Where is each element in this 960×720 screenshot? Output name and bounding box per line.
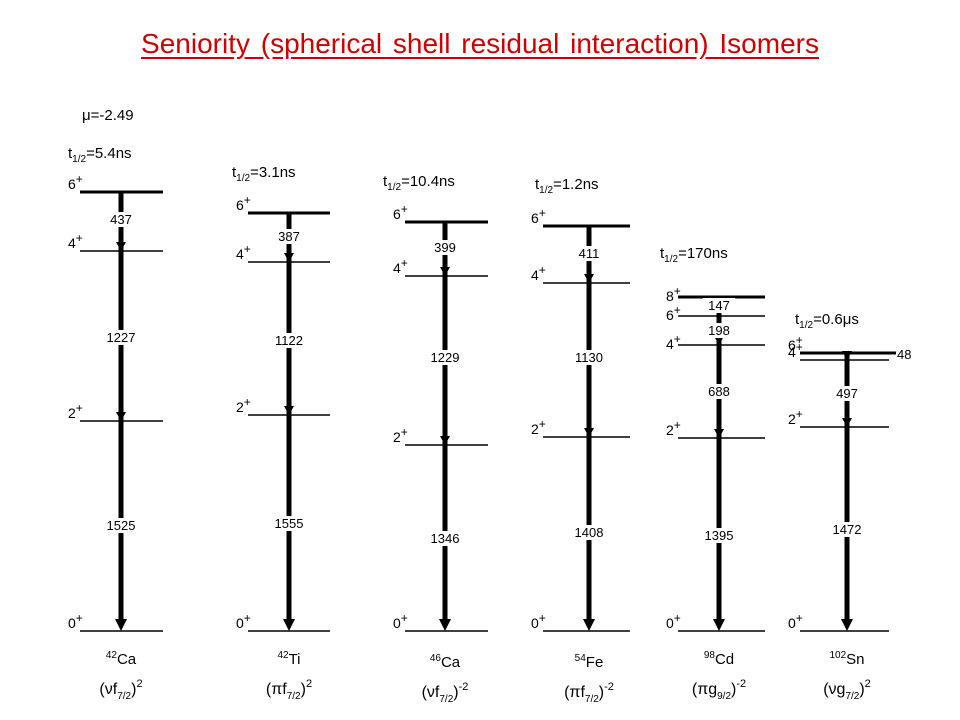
transition-energy-label: 399 <box>434 240 456 255</box>
arrowhead-icon <box>842 418 852 427</box>
configuration-label: (νg7/2)2 <box>823 678 871 702</box>
spin-parity-label: 0+ <box>68 611 83 631</box>
spin-parity-label: 4+ <box>236 242 251 262</box>
spin-parity-label: 0+ <box>236 611 251 631</box>
arrowhead-icon <box>714 429 724 438</box>
spin-parity-label: 6+ <box>666 303 681 323</box>
spin-parity-label: 0+ <box>531 611 546 631</box>
arrowhead-icon <box>584 274 594 283</box>
arrowhead-icon <box>440 436 450 445</box>
arrowhead-icon <box>439 619 451 631</box>
spin-parity-label: 2+ <box>788 407 803 427</box>
spin-parity-label: 0+ <box>788 611 803 631</box>
transition-energy-label: 1122 <box>275 333 303 348</box>
transition-energy-label: 1227 <box>107 330 136 345</box>
half-life-label: t1/2=3.1ns <box>232 164 296 184</box>
spin-parity-label: 6+ <box>68 172 83 192</box>
arrowhead-icon <box>116 412 126 421</box>
spin-parity-label: 4+ <box>393 256 408 276</box>
transition-energy-label: 198 <box>708 323 730 338</box>
transition-energy-label: 437 <box>110 212 132 227</box>
spin-parity-label: 4+ <box>531 263 546 283</box>
magnetic-moment-label: μ=-2.49 <box>82 107 134 124</box>
spin-parity-label: 6+ <box>236 193 251 213</box>
isotope-label: 98Cd <box>704 650 734 668</box>
half-life-label: t1/2=170ns <box>660 245 728 265</box>
spin-parity-label: 6+ <box>393 202 408 222</box>
transition-energy-label: 387 <box>278 229 300 244</box>
spin-parity-label: 8+ <box>666 284 681 304</box>
arrowhead-icon <box>283 619 295 631</box>
configuration-label: (πf7/2)-2 <box>564 681 614 705</box>
spin-parity-label: 6+ <box>788 333 803 353</box>
half-life-label: t1/2=5.4ns <box>68 145 132 165</box>
transition-energy-label: 147 <box>708 298 730 313</box>
arrowhead-icon <box>713 619 725 631</box>
configuration-label: (νf7/2)-2 <box>422 681 469 705</box>
spin-parity-label: 0+ <box>393 611 408 631</box>
transition-energy-label: 1525 <box>107 518 136 533</box>
configuration-label: (πf7/2)2 <box>266 678 312 702</box>
transition-energy-label: 411 <box>579 246 600 261</box>
transition-energy-label: 1229 <box>431 350 460 365</box>
isotope-label: 42Ca <box>106 650 137 668</box>
transition-energy-label: 497 <box>836 386 858 401</box>
spin-parity-label: 0+ <box>666 611 681 631</box>
isotope-label: 54Fe <box>575 653 604 671</box>
isotope-label: 102Sn <box>829 650 864 668</box>
arrowhead-icon <box>583 619 595 631</box>
half-life-label: t1/2=1.2ns <box>535 176 599 196</box>
spin-parity-label: 2+ <box>393 425 408 445</box>
half-life-label: t1/2=0.6μs <box>795 311 859 331</box>
transition-energy-label: 48 <box>897 347 911 362</box>
isotope-label: 42Ti <box>277 650 300 668</box>
arrowhead-icon <box>440 267 450 276</box>
transition-energy-label: 1395 <box>705 528 734 543</box>
arrowhead-icon <box>116 242 126 251</box>
nucleus-cd-98: t1/2=170ns 8+6+ 4+ 2+ 0+ 147 198 688 1395 98Cd (πg… <box>660 245 765 702</box>
nucleus-fe-54: t1/2=1.2ns 6+ 4+ 2+ 0+ 411 1130 1408 54Fe (πf7/2)… <box>531 176 630 705</box>
transition-energy-label: 688 <box>708 384 730 399</box>
arrowhead-icon <box>584 428 594 437</box>
spin-parity-label: 2+ <box>236 395 251 415</box>
half-life-label: t1/2=10.4ns <box>383 173 455 193</box>
nucleus-ti-42: t1/2=3.1ns 6+ 4+ 2+ 0+ 387 1122 1555 42Ti (πf7/2)… <box>232 164 330 702</box>
arrowhead-icon <box>714 336 724 345</box>
arrowhead-icon <box>284 406 294 415</box>
transition-energy-label: 1555 <box>275 516 304 531</box>
spin-parity-label: 2+ <box>666 418 681 438</box>
spin-parity-label: 6+ <box>531 206 546 226</box>
transition-energy-label: 1130 <box>575 350 603 365</box>
transition-energy-label: 1472 <box>833 522 862 537</box>
nucleus-ca-46: t1/2=10.4ns 6+ 4+ 2+ 0+ 399 1229 1346 46Ca (νf7/2… <box>383 173 488 705</box>
isotope-label: 46Ca <box>430 653 461 671</box>
spin-parity-label: 4+ <box>666 332 681 352</box>
transition-energy-label: 1346 <box>431 531 460 546</box>
spin-parity-label: 2+ <box>531 417 546 437</box>
spin-parity-label: 2+ <box>68 401 83 421</box>
configuration-label: (πg9/2)-2 <box>692 678 746 702</box>
configuration-label: (νf7/2)2 <box>99 678 142 702</box>
arrowhead-icon <box>842 351 852 360</box>
arrowhead-icon <box>841 619 853 631</box>
spin-parity-label: 4+ <box>68 231 83 251</box>
nucleus-ca-42: t1/2=5.4ns 6+ 4+ 2+ 0+ 437 1227 1525 42Ca (νf7/2)… <box>68 145 163 702</box>
spin-parity-label: 4+ <box>788 340 803 360</box>
page-title: Seniority (spherical shell residual inte… <box>141 28 819 59</box>
transition-energy-label: 1408 <box>575 525 604 540</box>
arrowhead-icon <box>115 619 127 631</box>
arrowhead-icon <box>284 253 294 262</box>
